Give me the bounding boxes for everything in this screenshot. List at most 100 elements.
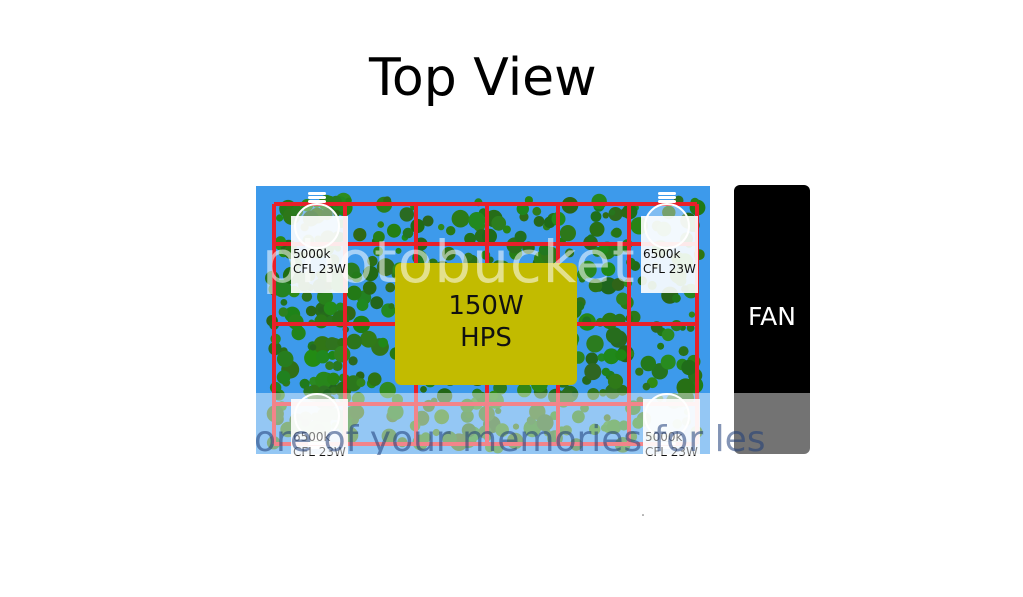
leaf (488, 390, 499, 401)
leaf (640, 355, 656, 372)
leaf (662, 205, 676, 220)
leaf (388, 303, 395, 310)
leaf (601, 367, 611, 377)
leaf (464, 252, 473, 262)
leaf (303, 386, 314, 397)
leaf (609, 209, 616, 216)
leaf (278, 307, 288, 317)
leaf (385, 282, 396, 293)
lamp-type: CFL 23W (293, 262, 346, 276)
leaf (377, 221, 385, 228)
leaf (602, 212, 609, 219)
leaf (611, 227, 622, 238)
page-title: Top View (369, 48, 597, 108)
leaf (588, 278, 603, 293)
leaf (451, 209, 470, 228)
leaf (402, 227, 414, 239)
leaf (605, 327, 623, 344)
leaf (495, 407, 502, 414)
lamp-temp: 5000k (645, 430, 683, 444)
leaf (558, 389, 575, 406)
lamp-type: CFL 23W (643, 262, 696, 276)
leaf (373, 246, 383, 257)
leaf (395, 247, 402, 254)
leaf (301, 291, 313, 302)
leaf (346, 285, 362, 301)
hps-type: HPS (460, 323, 512, 353)
leaf (290, 205, 304, 218)
lamp-type: CFL 23W (293, 445, 346, 459)
leaf (381, 428, 397, 444)
leaf (276, 370, 291, 385)
leaf (276, 214, 284, 222)
leaf (333, 209, 341, 217)
leaf (434, 409, 450, 425)
leaf (607, 373, 624, 389)
leaf (688, 311, 696, 318)
leaf (316, 350, 330, 364)
leaf (587, 234, 595, 242)
lamp-type: CFL 23W (645, 445, 698, 459)
leaf (584, 363, 602, 381)
leaf (559, 225, 577, 242)
leaf (376, 258, 395, 277)
leaf (349, 404, 365, 420)
leaf (436, 388, 453, 404)
leaf (309, 344, 317, 351)
leaf (432, 428, 440, 437)
leaf (327, 372, 340, 386)
leaf (574, 301, 585, 311)
leaf (533, 216, 545, 227)
leaf (438, 223, 445, 231)
lamp-temp: 6500k (643, 247, 681, 261)
leaf (585, 352, 599, 366)
leaf (362, 265, 379, 282)
leaf (465, 411, 473, 419)
leaf (323, 301, 338, 316)
leaf (291, 326, 306, 341)
leaf (399, 207, 414, 222)
leaf (325, 337, 339, 351)
leaf (589, 221, 605, 237)
leaf (353, 228, 367, 242)
leaf (482, 228, 497, 244)
leaf (420, 432, 431, 443)
leaf (600, 424, 608, 432)
leaf (536, 414, 554, 432)
leaf (280, 299, 288, 306)
fan-label: FAN (748, 302, 796, 331)
leaf (332, 360, 343, 372)
leaf (305, 305, 317, 317)
leaf (686, 324, 695, 332)
leaf (657, 342, 665, 350)
leaf (495, 423, 510, 437)
leaf (681, 359, 697, 376)
fan-unit (734, 185, 810, 454)
leaf (276, 350, 294, 368)
leaf (601, 262, 616, 277)
leaf (660, 354, 676, 370)
leaf (606, 419, 622, 435)
leaf (538, 243, 551, 256)
leaf (635, 367, 644, 376)
leaf (356, 378, 366, 388)
leaf (367, 255, 378, 267)
leaf (373, 231, 385, 243)
hps-wattage: 150W (448, 291, 524, 321)
leaf (587, 388, 600, 400)
leaf (273, 279, 292, 298)
leaf (590, 211, 602, 222)
leaf (335, 302, 345, 312)
leaf (603, 348, 620, 365)
leaf (507, 432, 524, 450)
leaf (356, 299, 369, 311)
leaf (661, 328, 675, 342)
leaf (491, 215, 507, 231)
leaf (636, 396, 644, 404)
leaf (468, 212, 486, 229)
leaf (464, 232, 476, 245)
leaf (586, 335, 604, 353)
leaf (572, 410, 585, 424)
leaf (571, 390, 579, 398)
hps-lamp (395, 263, 577, 385)
